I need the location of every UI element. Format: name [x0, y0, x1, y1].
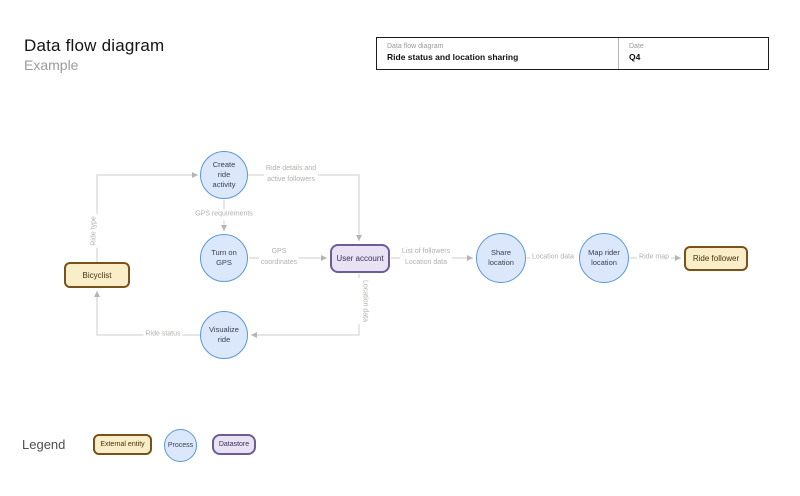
header-doc-label: Data flow diagram [387, 43, 444, 50]
node-visualize-ride[interactable]: Visualize ride [200, 311, 248, 359]
edge-label-ride-map: Ride map [637, 252, 671, 264]
edge-label-gps-coordinates: GPS coordinates [258, 247, 300, 269]
legend-title: Legend [22, 437, 66, 452]
edge-label-list-of-followers: List of followers Location data [399, 247, 453, 269]
page-title: Data flow diagram [24, 36, 165, 55]
header-date-label: Date [629, 43, 644, 50]
legend-datastore-sample: Datastore [212, 434, 256, 455]
edge-label-location-data: Location data [529, 252, 577, 264]
header-date-cell: Date Q4 [618, 38, 768, 69]
legend-external-entity-sample: External entity [93, 434, 152, 455]
edge-label-ride-details: Ride details and active followers [263, 164, 319, 186]
node-turn-on-gps[interactable]: Turn on GPS [200, 234, 248, 282]
header-doc-value: Ride status and location sharing [387, 52, 519, 62]
edge-bicyclist-create-ride [96, 172, 198, 262]
edge-label-location-data-vertical: Location data [358, 277, 370, 325]
node-user-account[interactable]: User account [330, 244, 390, 273]
edge-label-ride-type: Ride type [89, 214, 101, 248]
edge-user-account-visualize-ride [251, 274, 360, 338]
node-share-location[interactable]: Share location [476, 233, 526, 283]
node-create-ride-activity[interactable]: Create ride activity [200, 151, 248, 199]
node-bicyclist[interactable]: Bicyclist [64, 262, 130, 288]
header-doc-cell: Data flow diagram Ride status and locati… [377, 38, 618, 69]
node-map-rider-location[interactable]: Map rider location [579, 233, 629, 283]
edge-label-gps-requirements: GPS requirements [193, 209, 255, 221]
header-date-value: Q4 [629, 52, 641, 62]
node-ride-follower[interactable]: Ride follower [684, 246, 748, 271]
header-metadata-box: Data flow diagram Ride status and locati… [376, 37, 769, 70]
page-subtitle: Example [24, 57, 79, 73]
edge-visualize-ride-bicyclist [94, 291, 200, 336]
edge-label-ride-status: Ride status [143, 329, 183, 341]
legend-process-sample: Process [164, 429, 197, 462]
